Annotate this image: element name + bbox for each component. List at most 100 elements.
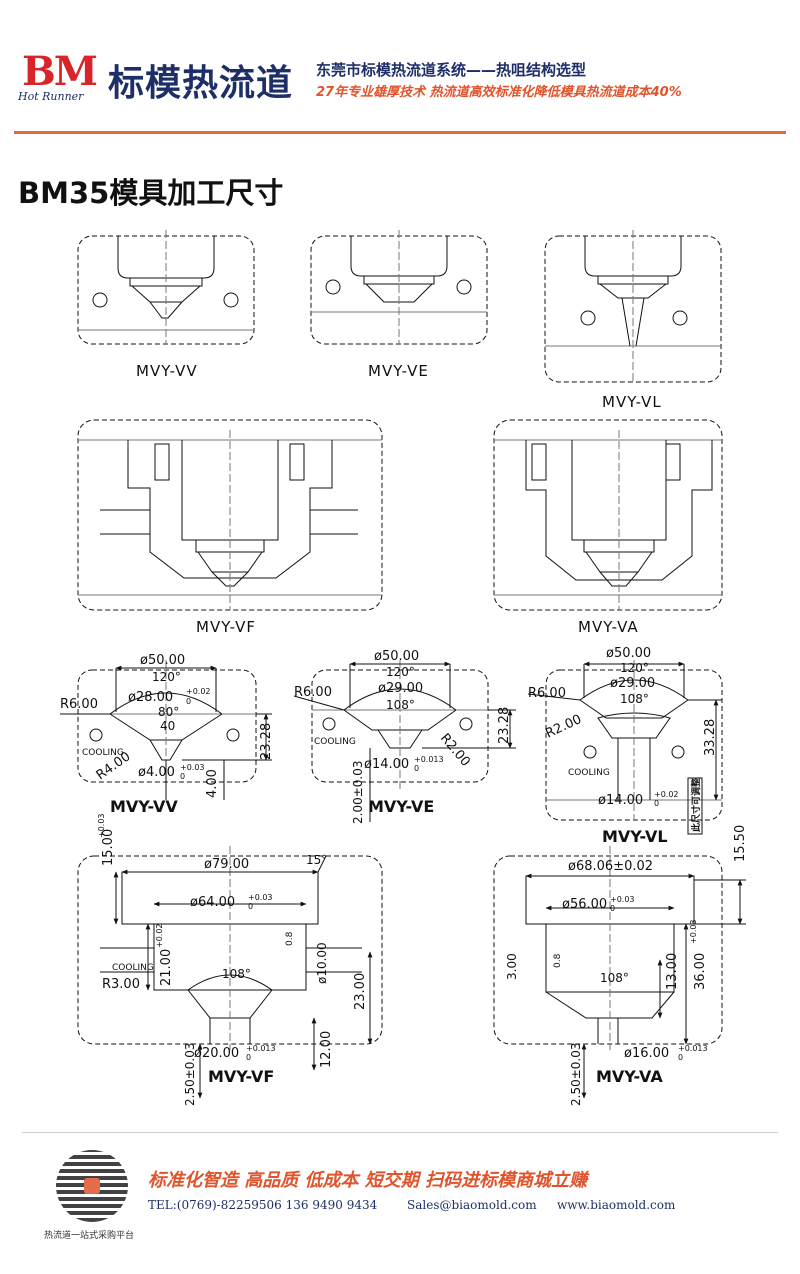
caption-mvy-ve: MVY-VE: [368, 362, 429, 380]
vv-angle2: 80°: [158, 705, 179, 719]
va-h3: 3.00: [505, 953, 519, 980]
vf-h3: 2.50±0.03: [183, 1043, 197, 1107]
header-divider: [14, 131, 786, 134]
ve-height: 23.28: [497, 707, 512, 744]
vv-d3: ø4.00: [138, 765, 175, 780]
ve-d3: ø14.00: [364, 757, 409, 772]
ve-d3-tol: +0.013: [414, 755, 444, 764]
va-rough: 0.8: [553, 953, 563, 968]
vf-angle: 15°: [306, 853, 327, 867]
logo-letters: BM: [22, 48, 98, 95]
vl-cooling: COOLING: [568, 768, 610, 778]
vf-d2: ø64.00: [190, 895, 235, 910]
drawing-mvy-vv: [77, 230, 255, 345]
vf-d1: ø79.00: [204, 857, 249, 872]
vf-d4: ø20.00: [194, 1046, 239, 1061]
drawing-mvy-vf: [77, 419, 383, 611]
drawing-mvy-vl: [544, 230, 722, 383]
footer-slogan: 标准化智造 高品质 低成本 短交期 扫码进标模商城立赚: [148, 1170, 588, 1191]
va-d3-tol-b: 0: [678, 1053, 683, 1062]
vv-width: 40: [160, 719, 175, 733]
vf-d2-tol: +0.03: [248, 893, 273, 902]
vv-label: MVY-VV: [110, 797, 178, 816]
va-h2: 13.00: [665, 953, 680, 990]
ve-d1: ø50.00: [374, 649, 419, 664]
va-h-top: 15.50: [733, 825, 748, 862]
drawing-mvy-ve: [310, 230, 488, 345]
vl-note: 此尺寸可调整: [690, 778, 702, 832]
vl-angle: 120°: [620, 661, 649, 675]
vl-r1: R6.00: [528, 686, 566, 701]
logo-subtitle: Hot Runner: [18, 90, 84, 103]
qr-code[interactable]: [56, 1150, 128, 1222]
vf-cooling: COOLING: [112, 963, 154, 973]
dimension-drawing-vf: [77, 846, 383, 1099]
vl-d1: ø50.00: [606, 646, 651, 661]
vl-r2: R2.00: [543, 712, 584, 742]
company-line: 东莞市标模热流道系统——热咀结构选型: [316, 61, 587, 79]
ve-r1: R6.00: [294, 685, 332, 700]
vf-angle2: 108°: [222, 967, 251, 981]
footer-website[interactable]: www.biaomold.com: [557, 1198, 676, 1212]
brand-name: 标模热流道: [108, 63, 294, 104]
vv-height: 23.28: [259, 723, 274, 760]
vf-h1: 21.00: [159, 949, 174, 986]
ve-angle2: 108°: [386, 698, 415, 712]
dimension-drawing-ve: [293, 660, 516, 822]
caption-mvy-vf: MVY-VF: [196, 618, 257, 636]
vl-d3-tol-b: 0: [654, 799, 659, 808]
vf-d3: ø10.00: [315, 942, 329, 984]
vf-d2-tol-b: 0: [248, 902, 253, 911]
vf-d4-tol-b: 0: [246, 1053, 251, 1062]
ve-d3-tol-b: 0: [414, 764, 419, 773]
va-d3-tol: +0.013: [678, 1044, 708, 1053]
vl-d3-tol: +0.02: [654, 790, 679, 799]
dimension-drawing-vv: [60, 660, 272, 800]
ve-cooling: COOLING: [314, 737, 356, 747]
vf-h4: 12.00: [319, 1031, 334, 1068]
ve-angle: 120°: [386, 665, 415, 679]
vv-d1: ø50.00: [140, 653, 185, 668]
drawing-mvy-va: [493, 419, 723, 611]
vf-label: MVY-VF: [208, 1067, 274, 1086]
vv-d2-tol: +0.02: [186, 687, 211, 696]
dimension-drawing-vl: [527, 660, 723, 835]
ve-height2: 2.00±0.03: [351, 761, 365, 825]
va-d2: ø56.00: [562, 897, 607, 912]
tagline: 27年专业雄厚技术 热流道高效标准化降低模具热流道成本40%: [316, 85, 682, 100]
vl-label: MVY-VL: [602, 827, 668, 846]
va-label: MVY-VA: [596, 1067, 663, 1086]
vf-h2: 23.00: [353, 973, 368, 1010]
vf-height-top: 15.00: [101, 829, 116, 866]
footer-email[interactable]: Sales@biaomold.com: [407, 1198, 537, 1212]
qr-caption: 热流道一站式采购平台: [44, 1231, 135, 1241]
va-h1-tol: +0.03: [689, 919, 698, 944]
vl-height: 33.28: [703, 719, 718, 756]
vf-rough: 0.8: [285, 931, 295, 946]
vl-d3: ø14.00: [598, 793, 643, 808]
va-d3: ø16.00: [624, 1046, 669, 1061]
vv-cooling: COOLING: [82, 748, 124, 758]
vl-d2: ø29.00: [610, 676, 655, 691]
vv-d2-tol-b: 0: [186, 697, 191, 706]
vv-r1: R6.00: [60, 697, 98, 712]
page-title: BM35模具加工尺寸: [18, 176, 284, 210]
va-d2-tol-b: 0: [610, 904, 615, 913]
vv-d3-tol-b: 0: [180, 772, 185, 781]
vf-height-top-tol: +0.03: [97, 813, 106, 838]
va-d2-tol: +0.03: [610, 895, 635, 904]
vf-r: R3.00: [102, 977, 140, 992]
caption-mvy-vl: MVY-VL: [602, 393, 662, 411]
vv-angle: 120°: [152, 670, 181, 684]
logo: BM Hot Runner: [18, 48, 106, 110]
qr-center-logo-icon: [84, 1178, 100, 1194]
va-d1: ø68.06±0.02: [568, 859, 653, 874]
dimension-drawing-va: [493, 846, 746, 1099]
va-h4: 2.50±0.03: [569, 1043, 583, 1107]
footer-tel: TEL:(0769)-82259506 136 9490 9434: [148, 1198, 378, 1212]
va-h1: 36.00: [693, 953, 708, 990]
footer-divider: [22, 1132, 778, 1133]
ve-d2: ø29.00: [378, 681, 423, 696]
ve-label: MVY-VE: [368, 797, 434, 816]
